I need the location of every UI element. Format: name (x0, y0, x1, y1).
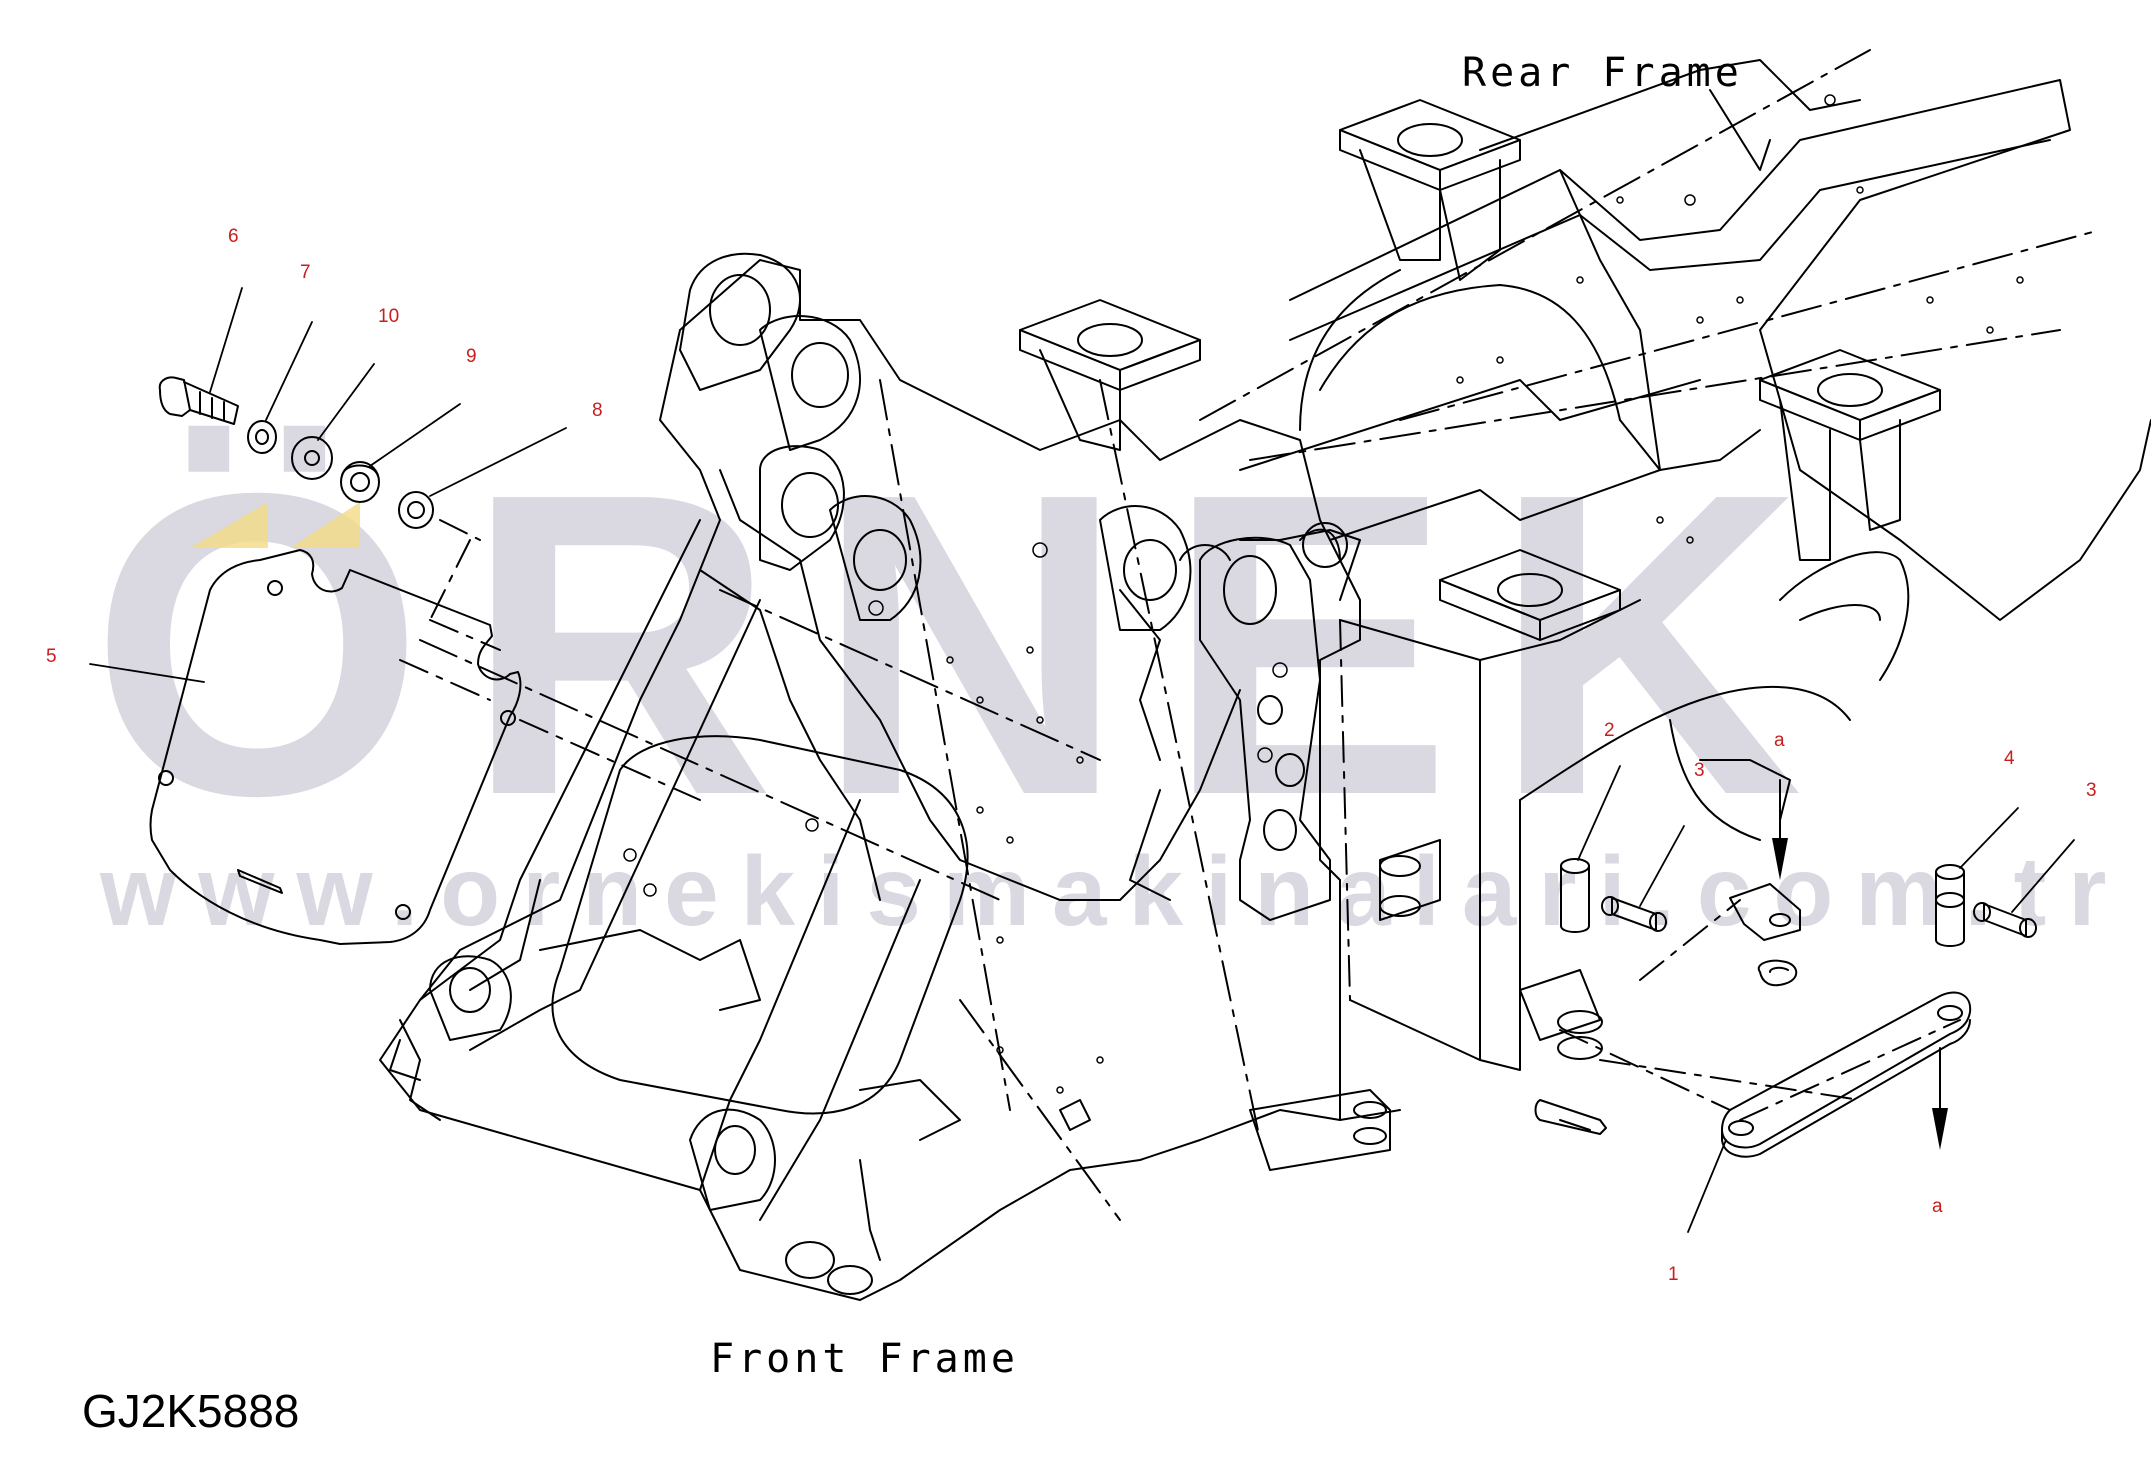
washer-8 (398, 491, 434, 529)
callout-a-top: a (1774, 730, 1785, 751)
pin-3-right (1973, 902, 2037, 938)
callout-7: 7 (300, 262, 311, 283)
link-parts (1534, 779, 2037, 1158)
rear-link-bracket (1379, 839, 1603, 1060)
arrow-a-top (1772, 779, 1788, 880)
pin-4 (1935, 864, 1965, 947)
drawing-code: GJ2K5888 (82, 1385, 300, 1437)
rear-frame-label: Rear Frame (1462, 50, 1743, 96)
washer-7 (247, 420, 277, 454)
leader-lines (89, 287, 2075, 1233)
arrow-a-bottom (1932, 1047, 1948, 1150)
pin-2 (1560, 858, 1590, 933)
callout-3-left: 3 (1694, 760, 1705, 781)
callout-1: 1 (1668, 1264, 1679, 1285)
bolt-6 (158, 376, 239, 425)
link-bar-1 (1721, 991, 1972, 1158)
watermark-brand: ÖRNEK (90, 405, 1843, 885)
rear-mount-2 (1019, 299, 1201, 451)
rear-frame (1019, 49, 2151, 1121)
front-center-column (1199, 522, 1361, 921)
washer-9 (340, 461, 380, 503)
washer-10 (291, 436, 333, 480)
callout-3-right: 3 (2086, 780, 2097, 801)
cover-plate-5 (149, 549, 522, 945)
callout-9: 9 (466, 346, 477, 367)
front-frame (379, 252, 1401, 1301)
callout-4: 4 (2004, 748, 2015, 769)
front-right-bracket (1249, 1089, 1391, 1171)
callout-a-bottom: a (1932, 1196, 1943, 1217)
front-frame-label: Front Frame (710, 1336, 1019, 1382)
callout-6: 6 (228, 226, 239, 247)
exploded-bolt-stack (158, 376, 701, 801)
callout-8: 8 (592, 400, 603, 421)
front-lower-bosses (389, 955, 873, 1295)
callout-10: 10 (378, 306, 400, 327)
callout-5: 5 (46, 646, 57, 667)
callout-2: 2 (1604, 720, 1615, 741)
rear-mount-1 (1339, 99, 1521, 281)
cotter-pin (1534, 1099, 1607, 1135)
front-upper-bosses (679, 252, 1231, 631)
watermark-accent (190, 502, 360, 548)
pin-3-left (1601, 896, 1667, 932)
rear-mount-4 (1439, 549, 1621, 641)
rear-mount-3 (1759, 349, 1941, 561)
lock-plate (1729, 883, 1801, 987)
